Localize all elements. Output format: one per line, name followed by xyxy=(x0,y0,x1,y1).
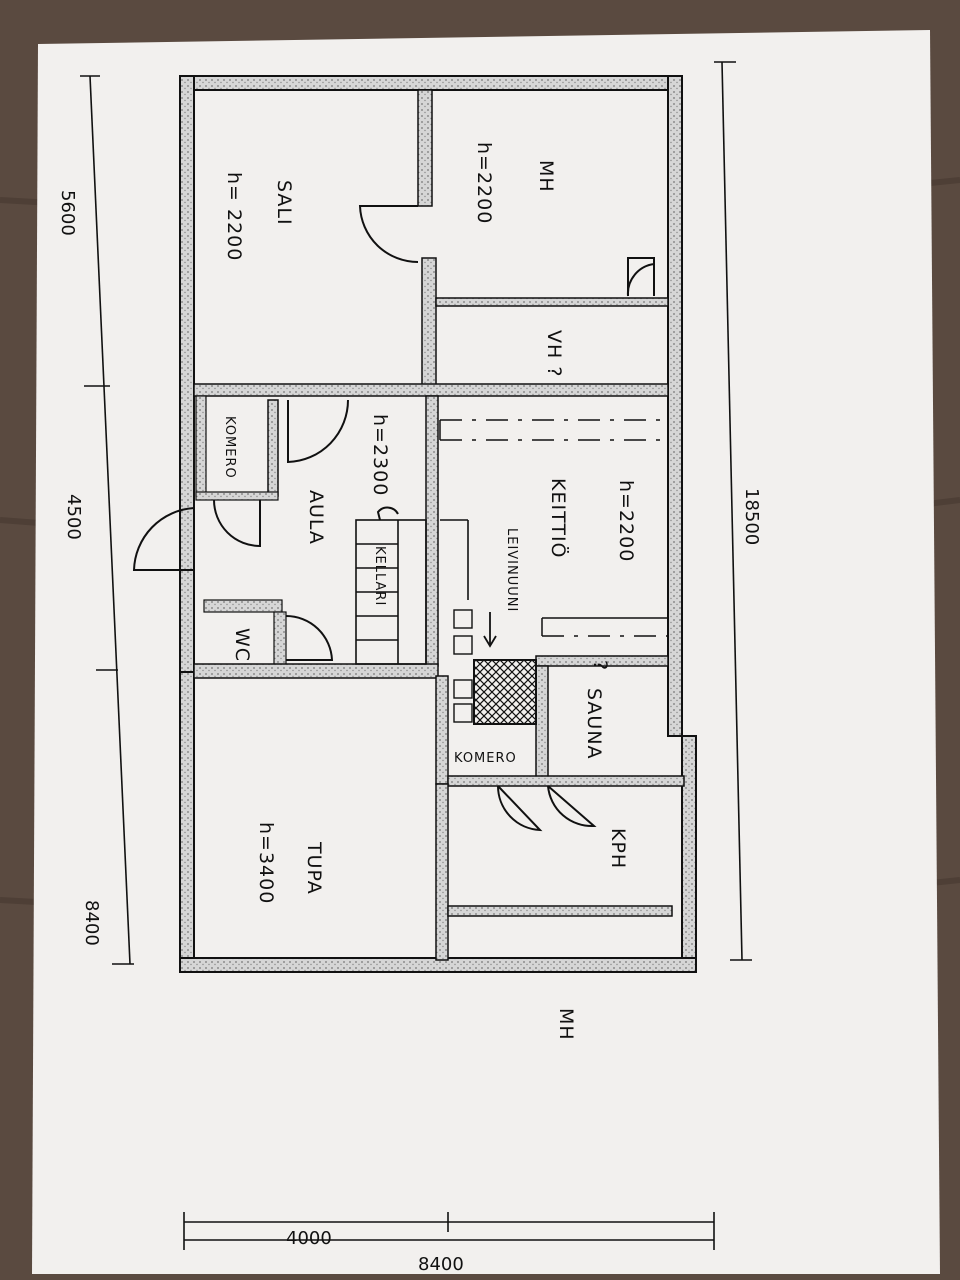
room-sali-height: h= 2200 xyxy=(223,172,245,261)
room-aula-height: h=2300 xyxy=(369,414,391,496)
room-tupa-height: h=3400 xyxy=(255,822,277,904)
outer-walls xyxy=(179,75,697,973)
room-kph-label: KPH xyxy=(607,828,629,869)
stove-burners xyxy=(453,609,473,723)
kitchen-dash-lines xyxy=(439,419,668,637)
room-sauna-question: ? xyxy=(589,660,611,671)
room-mh-bottom-label: MH xyxy=(555,1008,577,1041)
room-vh-label: VH ? xyxy=(543,330,565,377)
room-kellari-label: KELLARI xyxy=(372,546,387,606)
leivinuuni-arrow-icon xyxy=(483,612,497,648)
room-komero-mid-label: KOMERO xyxy=(454,751,517,766)
dimension-lines xyxy=(80,61,752,1250)
room-labels: MH h=2200 SALI h= 2200 VH ? KOMERO AULA … xyxy=(222,142,637,1041)
room-komero-left-label: KOMERO xyxy=(222,416,237,479)
room-keittio-label: KEITTIÖ xyxy=(547,478,570,559)
dim-left-bottom: 8400 xyxy=(81,900,102,946)
dim-right-total: 18500 xyxy=(741,488,762,545)
room-aula-label: AULA xyxy=(305,490,327,545)
room-mh-top-height: h=2200 xyxy=(473,142,495,224)
room-keittio-height: h=2200 xyxy=(615,480,637,562)
room-mh-top-label: MH xyxy=(535,160,557,193)
doors xyxy=(132,205,655,832)
leivinuuni-oven xyxy=(473,659,537,725)
room-leivinuuni-label: LEIVINUUNI xyxy=(504,528,519,612)
room-sali-label: SALI xyxy=(273,180,295,226)
dim-bottom-total: 8400 xyxy=(418,1254,464,1275)
interior-walls xyxy=(193,89,685,961)
room-sauna-label: SAUNA xyxy=(583,688,605,760)
dim-left-mid: 4500 xyxy=(63,494,84,540)
room-tupa-label: TUPA xyxy=(303,841,325,895)
dim-bottom-partial: 4000 xyxy=(286,1228,332,1249)
dimension-labels: 5600 4500 8400 18500 4000 8400 xyxy=(57,190,762,1275)
dim-left-top: 5600 xyxy=(57,190,78,236)
room-wc-label: WC xyxy=(231,628,253,662)
cellar-stairs xyxy=(355,519,469,665)
